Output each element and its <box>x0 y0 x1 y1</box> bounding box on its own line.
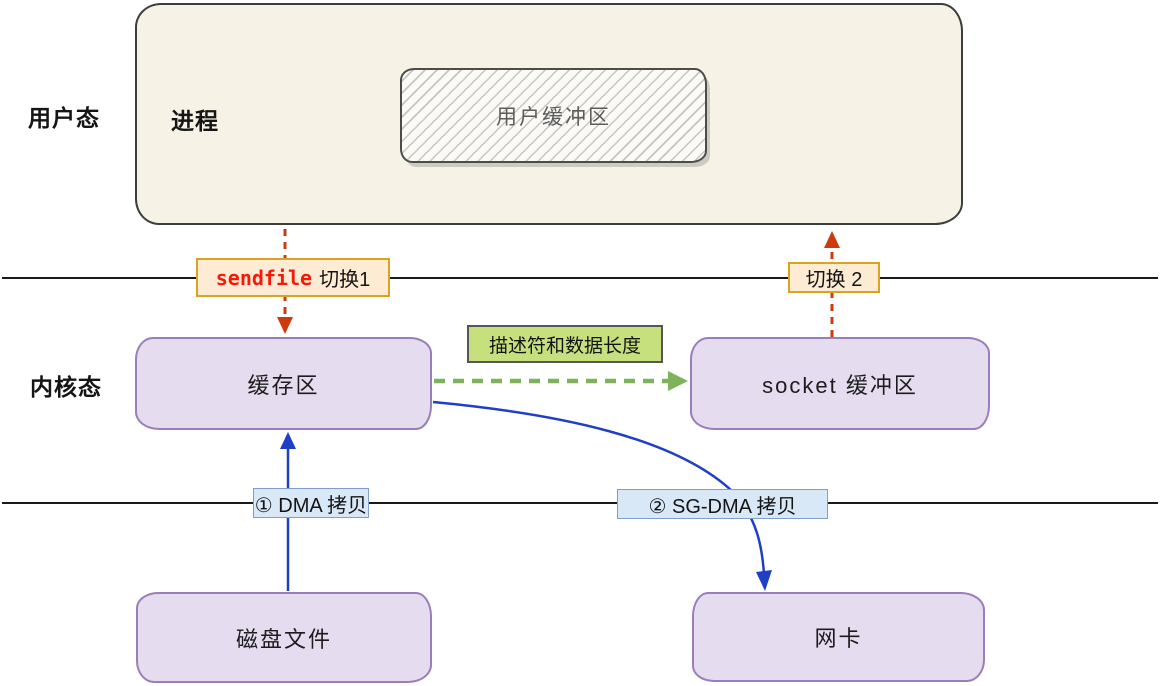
user-buffer-box: 用户缓冲区 <box>400 68 707 163</box>
process-box: 进程 用户缓冲区 <box>135 3 963 225</box>
socket-buffer-box: socket 缓冲区 <box>690 337 990 430</box>
process-label: 进程 <box>171 108 219 134</box>
dma-copy-text: ① DMA 拷贝 <box>254 494 368 517</box>
user-buffer-label: 用户缓冲区 <box>496 105 611 129</box>
nic-box: 网卡 <box>692 592 985 682</box>
sg-dma-copy-arrowhead <box>756 570 772 591</box>
disk-file-label: 磁盘文件 <box>235 626 332 652</box>
descriptor-tag: 描述符和数据长度 <box>467 325 663 363</box>
sg-dma-copy-text: ② SG-DMA 拷贝 <box>648 495 797 518</box>
sendfile-switch1-arrowhead <box>277 317 293 334</box>
descriptor-arrowhead <box>668 371 688 391</box>
dma-copy-tag: ① DMA 拷贝 <box>253 488 369 518</box>
switch2-text: 切换 2 <box>805 269 863 291</box>
nic-label: 网卡 <box>814 626 863 651</box>
socket-buffer-label: socket 缓冲区 <box>762 372 918 398</box>
sendfile-switch1-tag: sendfile 切换1 <box>196 258 390 297</box>
sendfile-code-text: sendfile <box>215 265 313 290</box>
switch2-arrowhead <box>824 231 840 248</box>
kernel-mode-label: 内核态 <box>30 374 102 400</box>
switch1-text: 切换1 <box>319 269 371 291</box>
sg-dma-copy-tag: ② SG-DMA 拷贝 <box>617 489 828 519</box>
kernel-buffer-label: 缓存区 <box>247 372 320 398</box>
user-mode-label: 用户态 <box>28 105 100 131</box>
descriptor-text: 描述符和数据长度 <box>488 335 641 357</box>
switch2-tag: 切换 2 <box>788 262 880 293</box>
kernel-buffer-box: 缓存区 <box>135 337 432 430</box>
disk-file-box: 磁盘文件 <box>136 592 432 683</box>
dma-copy-arrowhead <box>280 432 296 449</box>
